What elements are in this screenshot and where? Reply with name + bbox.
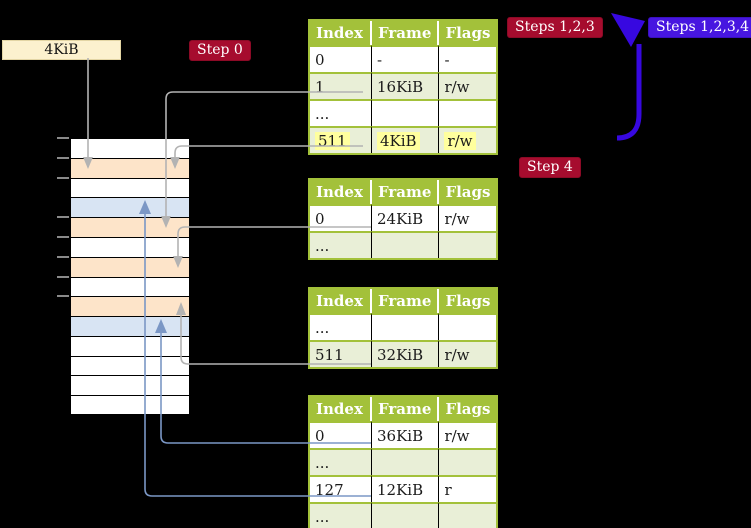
index-cell: 0 xyxy=(310,45,372,72)
column-header-index: Index xyxy=(310,397,372,421)
memory-row-peach xyxy=(70,257,190,277)
badge-steps-1-2-3: Steps 1,2,3 xyxy=(507,17,603,38)
frame-cell xyxy=(372,99,440,126)
column-header-frame: Frame xyxy=(372,289,440,313)
frame-cell: - xyxy=(372,45,440,72)
flags-cell: r/w xyxy=(439,204,497,231)
column-header-frame: Frame xyxy=(372,397,440,421)
memory-row-white xyxy=(70,336,190,356)
memory-row-peach xyxy=(70,217,190,237)
frame-cell: 16KiB xyxy=(372,72,440,99)
flags-cell: r/w xyxy=(439,126,497,153)
page-table-row: ... xyxy=(310,448,497,475)
page-table-row: ... xyxy=(310,502,497,528)
index-cell: 1 xyxy=(310,72,372,99)
address-tick xyxy=(57,276,69,278)
frame-cell xyxy=(372,448,440,475)
flags-cell xyxy=(439,99,497,126)
column-header-index: Index xyxy=(310,180,372,204)
memory-row-blue xyxy=(70,197,190,217)
column-header-frame: Frame xyxy=(372,180,440,204)
page-size-label: 4KiB xyxy=(2,40,121,60)
highlighted-value: r/w xyxy=(444,131,476,150)
memory-row-white xyxy=(70,237,190,257)
frame-cell: 32KiB xyxy=(372,340,440,367)
flags-cell xyxy=(439,313,497,340)
flags-cell xyxy=(439,448,497,475)
flags-cell: - xyxy=(439,45,497,72)
flags-cell: r/w xyxy=(439,421,497,448)
memory-row-white xyxy=(70,356,190,375)
flags-cell xyxy=(439,231,497,258)
address-tick xyxy=(57,256,69,258)
frame-cell: 36KiB xyxy=(372,421,440,448)
page-table-row: ... xyxy=(310,313,497,340)
column-header-flags: Flags xyxy=(439,180,497,204)
frame-cell xyxy=(372,502,440,528)
index-cell: ... xyxy=(310,313,372,340)
highlighted-value: 511 xyxy=(315,131,350,150)
flags-cell: r/w xyxy=(439,340,497,367)
memory-row-blue xyxy=(70,316,190,336)
badge-step-4: Step 4 xyxy=(519,157,581,178)
frame-cell: 24KiB xyxy=(372,204,440,231)
column-header-flags: Flags xyxy=(439,21,497,45)
badge-steps-1-2-3-4: Steps 1,2,3,4 xyxy=(648,17,751,38)
index-cell: ... xyxy=(310,448,372,475)
highlighted-value: 4KiB xyxy=(377,131,420,150)
index-cell: 0 xyxy=(310,421,372,448)
memory-row-white xyxy=(70,178,190,197)
frame-cell: 4KiB xyxy=(372,126,440,153)
index-cell: ... xyxy=(310,99,372,126)
address-tick xyxy=(57,177,69,179)
address-tick xyxy=(57,216,69,218)
index-cell: 511 xyxy=(310,340,372,367)
memory-row-peach xyxy=(70,296,190,316)
frame-cell: 12KiB xyxy=(372,475,440,502)
page-table-row: 0-- xyxy=(310,45,497,72)
page-table-row: 511 4KiB r/w xyxy=(310,126,497,153)
page-table-row: ... xyxy=(310,99,497,126)
address-tick xyxy=(57,157,69,159)
frame-cell xyxy=(372,231,440,258)
column-header-flags: Flags xyxy=(439,397,497,421)
memory-row-peach xyxy=(70,158,190,178)
flags-cell: r/w xyxy=(439,72,497,99)
recursive-mapping-arrow xyxy=(611,13,645,141)
flags-cell: r xyxy=(439,475,497,502)
column-header-frame: Frame xyxy=(372,21,440,45)
memory-row-white xyxy=(70,375,190,395)
index-cell: ... xyxy=(310,231,372,258)
memory-row-white xyxy=(70,277,190,296)
column-header-index: Index xyxy=(310,289,372,313)
physical-memory-column xyxy=(70,138,190,415)
index-cell: 127 xyxy=(310,475,372,502)
column-header-index: Index xyxy=(310,21,372,45)
address-tick xyxy=(57,137,69,139)
memory-row-white xyxy=(70,138,190,158)
index-cell: 511 xyxy=(310,126,372,153)
badge-step-0: Step 0 xyxy=(189,40,251,61)
column-header-flags: Flags xyxy=(439,289,497,313)
flags-cell xyxy=(439,502,497,528)
memory-row-white xyxy=(70,395,190,415)
address-tick xyxy=(57,236,69,238)
page-table-row: ... xyxy=(310,231,497,258)
frame-cell xyxy=(372,313,440,340)
index-cell: 0 xyxy=(310,204,372,231)
index-cell: ... xyxy=(310,502,372,528)
address-tick xyxy=(57,295,69,297)
